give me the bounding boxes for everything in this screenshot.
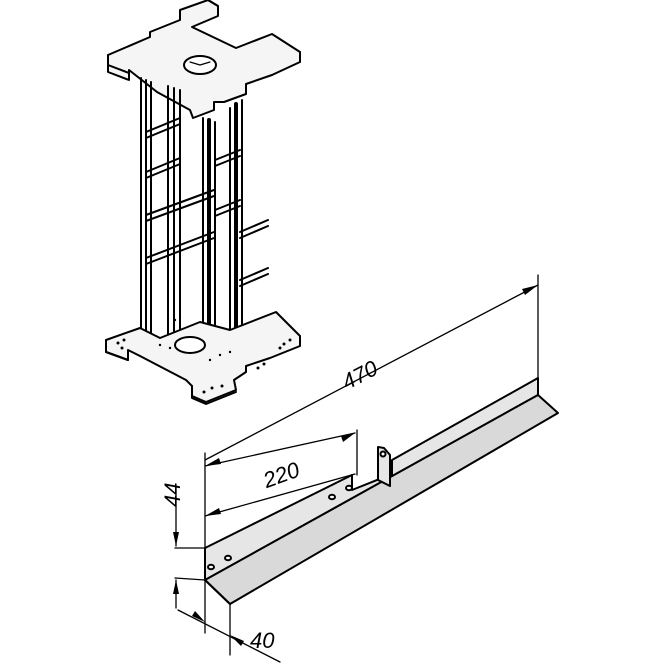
angle-bracket [204, 377, 559, 605]
dimension-lines [174, 274, 539, 663]
dimension-arrows [173, 285, 538, 646]
rack-top-plate [107, 0, 301, 119]
dimension-44: 44 [160, 483, 185, 507]
dimension-220: 220 [259, 457, 304, 494]
tab-hole [379, 450, 387, 458]
dimension-470: 470 [338, 355, 383, 395]
rack-assembly [105, 0, 301, 405]
bracket-horizontal-flange [204, 394, 559, 605]
bracket-holes [207, 484, 353, 571]
rack-bottom-plate [105, 311, 301, 405]
rack-rungs [145, 117, 269, 287]
dimension-40: 40 [250, 628, 275, 653]
bottom-hole [174, 336, 206, 354]
bracket-vertical-flange [204, 377, 539, 581]
